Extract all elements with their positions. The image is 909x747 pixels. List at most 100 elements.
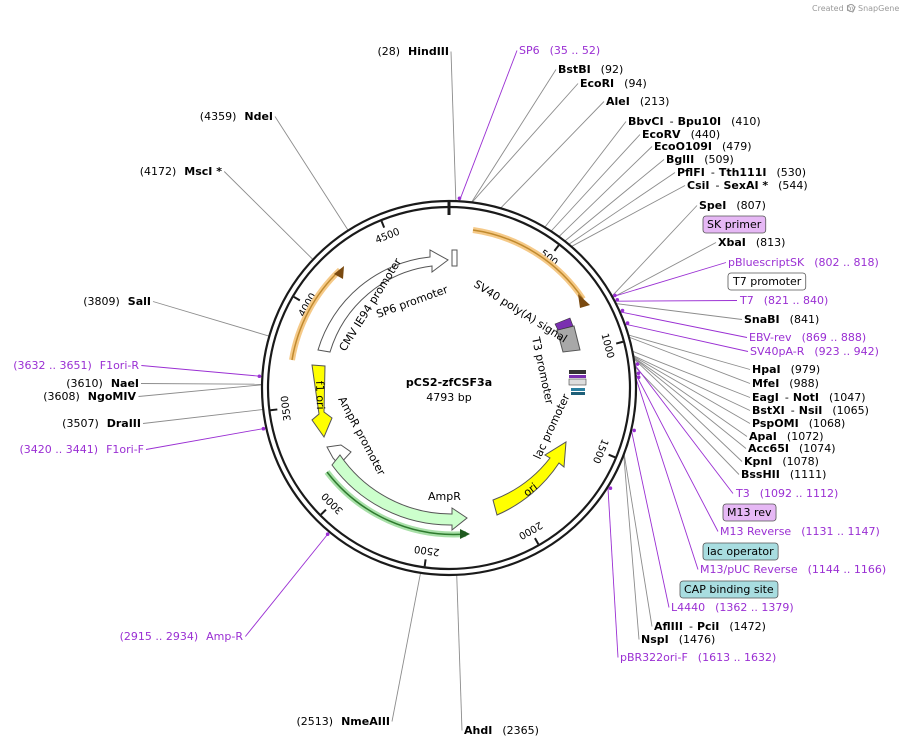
leader-line [614, 300, 738, 302]
leader-line [550, 134, 641, 232]
tick-mark [293, 295, 301, 302]
site-label-text: AleI(213) [606, 95, 669, 108]
label-part: (3507) [62, 417, 99, 430]
leader-line [633, 356, 748, 437]
primer-label-t7: T7(821 .. 840) [739, 294, 828, 307]
enzyme-label-bglii: BglII(509) [666, 153, 734, 166]
label-part: (1472) [729, 620, 766, 633]
brand-text: SnapGene [858, 4, 899, 13]
tick-mark [553, 244, 560, 252]
primer-site-mark [457, 196, 462, 201]
ampr-promoter-arrow [326, 444, 352, 466]
snapgene-credit: Created by SnapGene [812, 4, 899, 13]
leader-line [615, 303, 743, 320]
leader-line [471, 83, 579, 203]
site-label-text: ApaI(1072) [749, 430, 823, 443]
leader-line [612, 242, 717, 298]
enzyme-label-spei: SpeI(807) [699, 199, 766, 212]
site-label-text: SK primer [707, 218, 762, 231]
primer-site-mark [613, 293, 617, 298]
primer-label-m13-reverse: M13 Reverse(1131 .. 1147) [720, 525, 880, 538]
label-part: (4359) [200, 110, 237, 123]
ampr-halo-arrow [460, 529, 470, 539]
label-part: NaeI [111, 377, 139, 390]
leader-line [630, 429, 670, 608]
lac-feature-stripe [568, 378, 587, 386]
leader-line [564, 159, 665, 242]
tick-mark [380, 220, 386, 228]
label-part: EcoO109I [654, 140, 712, 153]
enzyme-label-kpni: KpnI(1078) [744, 455, 819, 468]
label-part: NdeI [244, 110, 273, 123]
label-part: MscI * [184, 165, 222, 178]
leader-line [571, 185, 686, 247]
label-part: (1613 .. 1632) [698, 651, 777, 664]
feature-label-f1ori: f1 ori [313, 381, 327, 410]
label-part: (1078) [782, 455, 819, 468]
tick-mark [270, 408, 278, 412]
left-halo-arrow [334, 266, 344, 279]
label-part: (28) [377, 45, 400, 58]
enzyme-label-ecori: EcoRI(94) [580, 77, 647, 90]
primer-label-ebv-rev: EBV-rev(869 .. 888) [749, 331, 866, 344]
leader-line [635, 377, 699, 570]
label-part: (821 .. 840) [764, 294, 829, 307]
label-part: CAP binding site [684, 583, 774, 596]
enzyme-label-afliii: AflIII-PciI(1472) [654, 620, 766, 633]
label-part: NotI [793, 391, 819, 404]
site-label-text: CAP binding site [684, 583, 774, 596]
leader-line [635, 373, 719, 532]
label-part: (1068) [809, 417, 846, 430]
label-part: PciI [697, 620, 719, 633]
feature-tag-box [679, 580, 779, 599]
tick-mark [608, 453, 616, 459]
label-dash: - [711, 166, 715, 179]
label-part: (807) [736, 199, 766, 212]
leader-line [633, 358, 743, 462]
site-label-text: T7(821 .. 840) [739, 294, 828, 307]
label-part: (869 .. 888) [802, 331, 867, 344]
site-label-text: SV40pA-R(923 .. 942) [750, 345, 879, 358]
leader-line [611, 205, 698, 297]
label-part: (1131 .. 1147) [801, 525, 880, 538]
enzyme-label-snabi: SnaBI(841) [744, 313, 819, 326]
label-part: (2915 .. 2934) [120, 630, 199, 643]
leader-line [142, 409, 264, 424]
site-label-text: pBR322ori-F(1613 .. 1632) [620, 651, 776, 664]
label-part: M13 rev [727, 506, 772, 519]
primer-site-mark [625, 321, 630, 325]
primer-site-mark [257, 374, 262, 379]
label-part: Amp-R [206, 630, 243, 643]
primer-label-pbr322ori-f: pBR322ori-F(1613 .. 1632) [620, 651, 776, 664]
label-part: (92) [601, 63, 624, 76]
primer-site-mark [615, 298, 620, 302]
site-label-text: BssHII(1111) [741, 468, 826, 481]
feature-tag-t7-promoter: T7 promoter [727, 272, 807, 291]
site-label-text: SpeI(807) [699, 199, 766, 212]
ampr-halo-core [326, 471, 467, 536]
label-part: SexAI * [723, 179, 768, 192]
plasmid-length: 4793 bp [426, 391, 471, 404]
label-part: NgoMIV [88, 390, 137, 403]
lac-feature-dark [569, 370, 586, 374]
leader-line [568, 172, 676, 245]
label-part: L4440 [671, 601, 705, 614]
label-part: MfeI [752, 377, 779, 390]
site-label-text: pBluescriptSK(802 .. 818) [728, 256, 879, 269]
site-label-text: (3420 .. 3441)F1ori-F [20, 443, 145, 456]
tick-mark [615, 340, 624, 345]
label-part: (3608) [43, 390, 80, 403]
label-part: (1111) [790, 468, 827, 481]
primer-label-l4440: L4440(1362 .. 1379) [671, 601, 794, 614]
tick-label: 1500 [590, 437, 610, 465]
feature-arcs [289, 227, 590, 539]
leader-line [140, 383, 263, 385]
enzyme-label-naei: (3610)NaeI [66, 377, 139, 390]
enzyme-label-apai: ApaI(1072) [749, 430, 823, 443]
site-label-text: CsiI-SexAI *(544) [687, 179, 808, 192]
label-part: HpaI [752, 363, 781, 376]
label-part: CsiI [687, 179, 709, 192]
lac-feature-teal2 [571, 392, 585, 395]
label-part: (841) [790, 313, 820, 326]
feature-label-t3: T3 promoter [529, 335, 556, 406]
